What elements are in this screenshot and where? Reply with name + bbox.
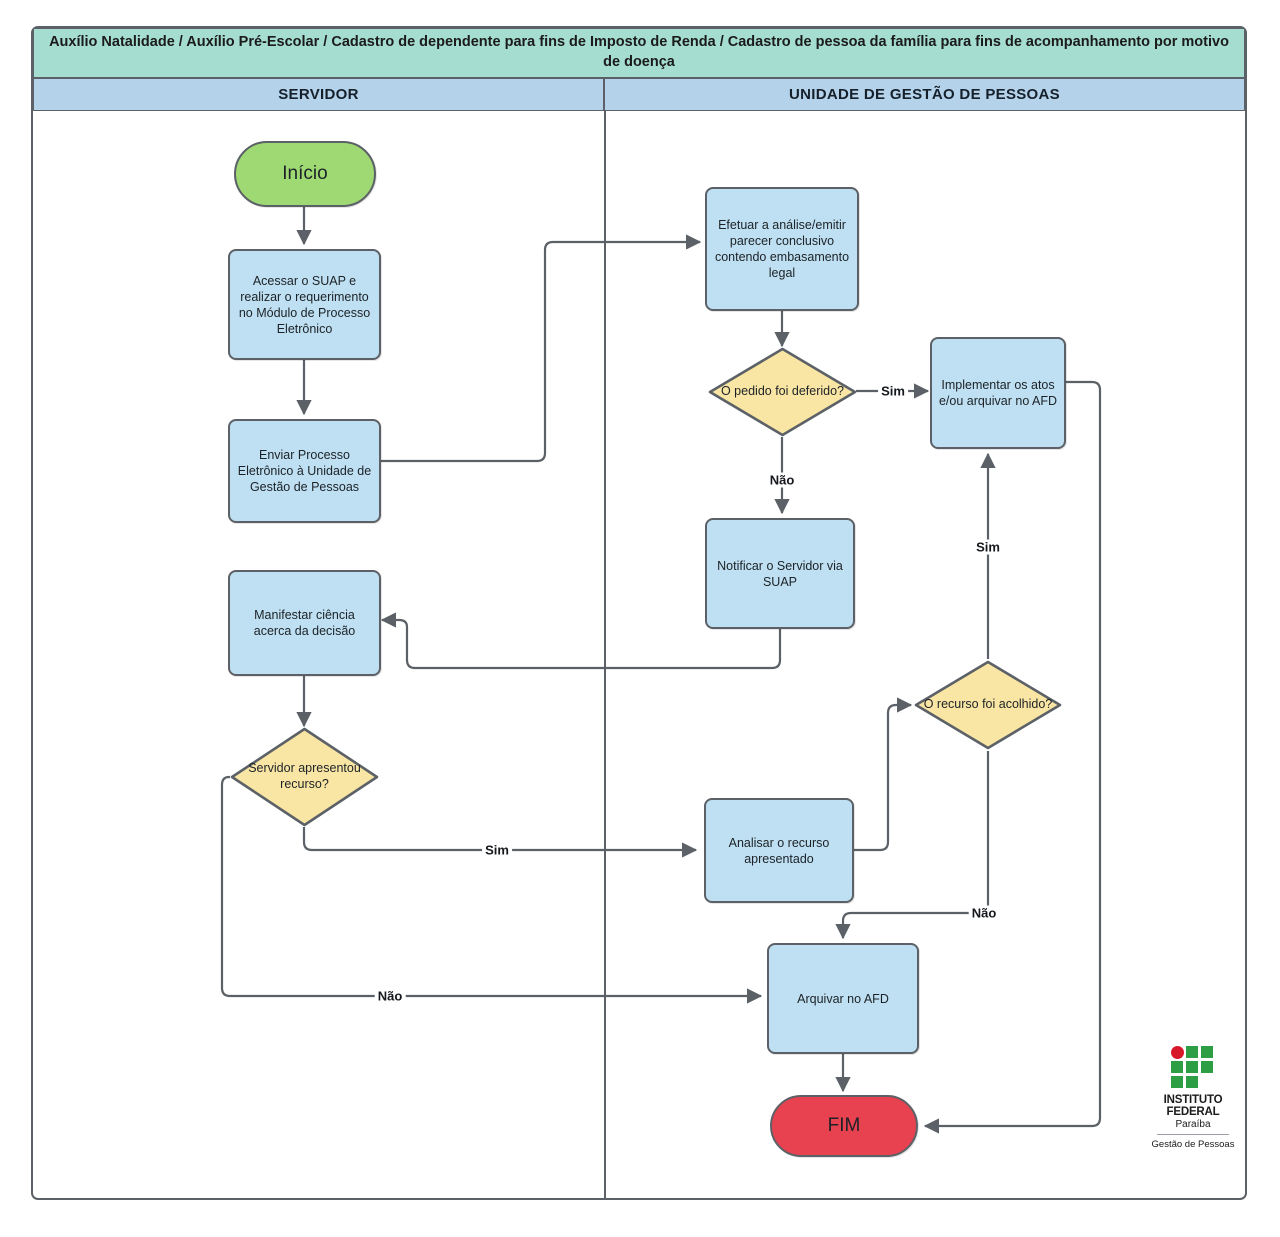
- node-manifestar-ciencia-label: Manifestar ciência acerca da decisão: [253, 608, 356, 638]
- edge-label-pedido-nao: Não: [766, 472, 798, 488]
- node-arquivar-afd[interactable]: Arquivar no AFD: [767, 943, 919, 1054]
- ifpb-logo-state: Paraíba: [1175, 1119, 1211, 1131]
- node-arquivar-afd-label: Arquivar no AFD: [797, 991, 889, 1006]
- node-enviar-processo-label: Enviar Processo Eletrônico à Unidade de …: [237, 448, 372, 494]
- ifpb-logo: INSTITUTO FEDERAL Paraíba Gestão de Pess…: [1148, 1046, 1238, 1174]
- ifpb-logo-divider: [1157, 1134, 1229, 1136]
- ifpb-logo-mark-icon: [1171, 1046, 1215, 1091]
- decision-shape: [230, 727, 379, 827]
- node-analisar-recurso-label: Analisar o recurso apresentado: [728, 835, 830, 866]
- node-servidor-apresentou-recurso[interactable]: Servidor apresentou recurso?: [229, 726, 380, 828]
- decision-shape: [914, 660, 1062, 750]
- node-inicio-label: Início: [282, 163, 328, 184]
- edge-analisar-to-acolhido: [853, 697, 913, 852]
- node-efetuar-analise-label: Efetuar a análise/emitir parecer conclus…: [714, 218, 850, 280]
- node-implementar-atos-label: Implementar os atos e/ou arquivar no AFD: [938, 378, 1058, 408]
- node-analisar-recurso[interactable]: Analisar o recurso apresentado: [704, 798, 854, 903]
- edge-enviar-to-efetuar: [380, 234, 702, 463]
- edge-implementar-to-fim: [923, 380, 1102, 1134]
- ifpb-logo-unit: Gestão de Pessoas: [1151, 1139, 1235, 1151]
- edge-servidor-nao-to-arquivar: [220, 775, 763, 1004]
- node-notificar-servidor[interactable]: Notificar o Servidor via SUAP: [705, 518, 855, 629]
- decision-shape: [708, 347, 857, 437]
- node-recurso-foi-acolhido[interactable]: O recurso foi acolhido?: [913, 659, 1063, 751]
- edge-notificar-to-manifestar: [380, 612, 782, 670]
- edge-label-servidor-recurso-nao: Não: [374, 988, 406, 1004]
- node-fim[interactable]: FIM: [770, 1095, 918, 1157]
- node-manifestar-ciencia[interactable]: Manifestar ciência acerca da decisão: [228, 570, 381, 676]
- diagram-title: Auxílio Natalidade / Auxílio Pré-Escolar…: [33, 28, 1245, 78]
- node-implementar-atos[interactable]: Implementar os atos e/ou arquivar no AFD: [930, 337, 1066, 449]
- edge-label-pedido-sim: Sim: [878, 383, 908, 399]
- edge-label-servidor-recurso-sim: Sim: [482, 842, 512, 858]
- node-inicio[interactable]: Início: [234, 141, 376, 207]
- edge-label-acolhido-nao: Não: [968, 905, 1000, 921]
- lane-header-servidor: SERVIDOR: [33, 78, 604, 111]
- node-pedido-foi-deferido-label: O pedido foi deferido?: [720, 384, 844, 399]
- lane-header-unidade-gestao-pessoas: UNIDADE DE GESTÃO DE PESSOAS: [604, 78, 1245, 111]
- node-fim-label: FIM: [827, 1115, 861, 1136]
- node-recurso-foi-acolhido-label: O recurso foi acolhido?: [923, 697, 1053, 712]
- edge-label-acolhido-sim: Sim: [973, 539, 1003, 555]
- lane-divider: [604, 111, 606, 1199]
- node-servidor-apresentou-recurso-label: Servidor apresentou recurso?: [248, 761, 361, 791]
- ifpb-logo-line1: INSTITUTO: [1163, 1094, 1223, 1106]
- node-acessar-suap[interactable]: Acessar o SUAP e realizar o requerimento…: [228, 249, 381, 360]
- node-acessar-suap-label: Acessar o SUAP e realizar o requerimento…: [238, 273, 371, 336]
- node-pedido-foi-deferido[interactable]: O pedido foi deferido?: [707, 346, 858, 438]
- node-notificar-servidor-label: Notificar o Servidor via SUAP: [717, 558, 843, 589]
- edge-servidor-sim-to-analisar: [302, 827, 698, 858]
- node-efetuar-analise[interactable]: Efetuar a análise/emitir parecer conclus…: [705, 187, 859, 311]
- edge-acolhido-nao-to-arquivar: [835, 751, 990, 940]
- node-enviar-processo[interactable]: Enviar Processo Eletrônico à Unidade de …: [228, 419, 381, 523]
- ifpb-logo-line2: FEDERAL: [1166, 1105, 1220, 1118]
